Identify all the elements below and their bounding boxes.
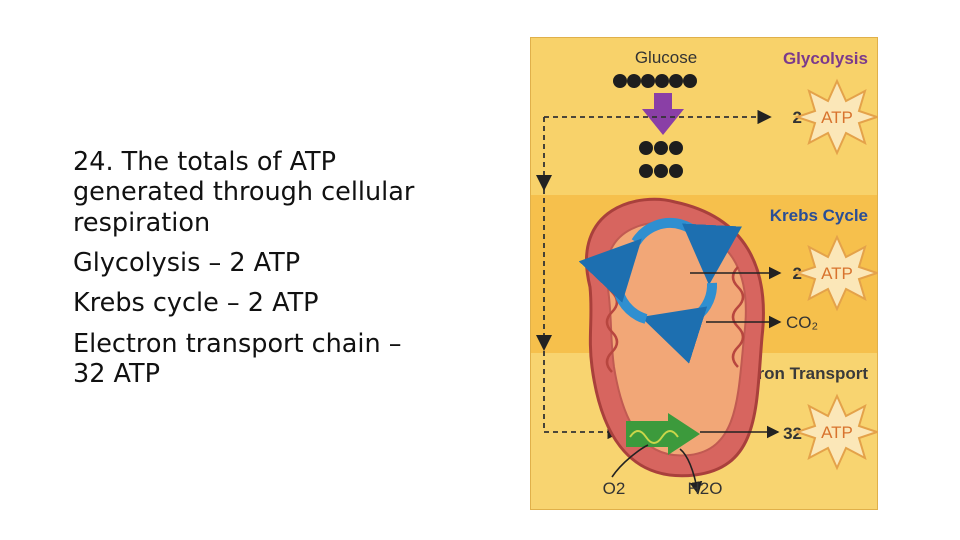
- electron-transport-total-cont: 32 ATP: [73, 359, 160, 390]
- heading-line: 24. The totals of ATP: [73, 147, 336, 177]
- heading-line: respiration: [73, 207, 211, 238]
- o2-label: O2: [603, 479, 626, 498]
- glucose-label: Glucose: [635, 48, 697, 67]
- atp-star-icon: [793, 234, 881, 312]
- atp-label: ATP: [821, 264, 853, 283]
- krebs-cycle-icon: [578, 217, 742, 364]
- atp-star-icon: [793, 78, 881, 156]
- glucose-breakdown-arrow-icon: [642, 93, 684, 135]
- atp-star-icon: [793, 393, 881, 471]
- electron-transport-total: Electron transport chain –: [73, 328, 402, 359]
- electron-transport-arrow-icon: [626, 413, 700, 455]
- krebs-title: Krebs Cycle: [770, 206, 868, 225]
- h2o-label: H2O: [688, 479, 723, 498]
- atp-label: ATP: [821, 108, 853, 127]
- cellular-respiration-figure: Glycolysis Krebs Cycle Electron Transpor…: [529, 36, 881, 511]
- glycolysis-title: Glycolysis: [783, 49, 868, 68]
- slide-text: 24. The totals of ATP generated through …: [73, 147, 493, 389]
- figure-svg: Glycolysis Krebs Cycle Electron Transpor…: [529, 36, 881, 511]
- glucose-molecule-icon: [613, 74, 697, 88]
- glycolysis-total: Glycolysis – 2 ATP: [73, 248, 301, 279]
- pyruvate-molecules-icon: [639, 141, 683, 178]
- electron-atp-count: 32: [783, 424, 802, 443]
- atp-label: ATP: [821, 423, 853, 442]
- krebs-total: Krebs cycle – 2 ATP: [73, 288, 319, 319]
- co2-label: CO₂: [786, 313, 818, 332]
- heading-line: generated through cellular: [73, 177, 415, 208]
